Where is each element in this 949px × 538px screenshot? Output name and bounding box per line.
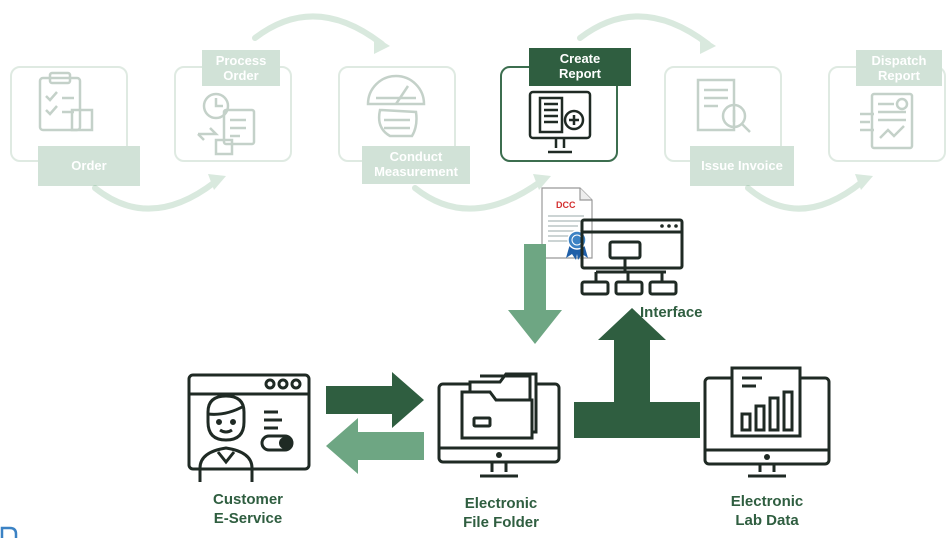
step-label: Issue Invoice xyxy=(690,146,794,186)
file-folder-monitor-icon xyxy=(437,372,561,478)
step-label: Dispatch Report xyxy=(856,50,942,86)
customer-eservice-icon xyxy=(187,373,311,482)
step-label: Order xyxy=(38,146,140,186)
interface-label: Interface xyxy=(640,304,703,321)
dispatch-report-icon xyxy=(860,92,914,150)
gauge-hand-icon xyxy=(366,74,426,138)
customer-label: Customer E-Service xyxy=(212,491,283,527)
lab-data-monitor-icon xyxy=(703,366,831,478)
step-card xyxy=(828,66,946,162)
arrow-down-to-folder xyxy=(508,244,562,344)
clipboard-icon xyxy=(38,71,94,132)
arrow-to-customer xyxy=(326,418,424,474)
step-card xyxy=(10,66,128,162)
step-label: Process Order xyxy=(202,50,280,86)
invoice-icon xyxy=(696,78,751,133)
lab-data-label: Electronic Lab Data xyxy=(730,493,804,529)
dcc-certificate-icon: DCC xyxy=(541,187,593,260)
interface-network-icon xyxy=(580,218,684,296)
dcc-badge: DCC xyxy=(556,200,576,210)
monitor-form-add-icon xyxy=(528,90,592,154)
arrow-up-to-interface xyxy=(574,308,700,438)
step-card xyxy=(664,66,782,162)
step-card xyxy=(174,66,292,162)
step-card xyxy=(338,66,456,162)
step-label: Create Report xyxy=(529,48,631,86)
arrow-to-folder xyxy=(326,372,424,428)
step-label: Conduct Measurement xyxy=(362,146,470,184)
logo-fragment xyxy=(0,526,18,538)
process-order-icon xyxy=(197,92,256,156)
file-folder-label: Electronic File Folder xyxy=(463,495,539,531)
